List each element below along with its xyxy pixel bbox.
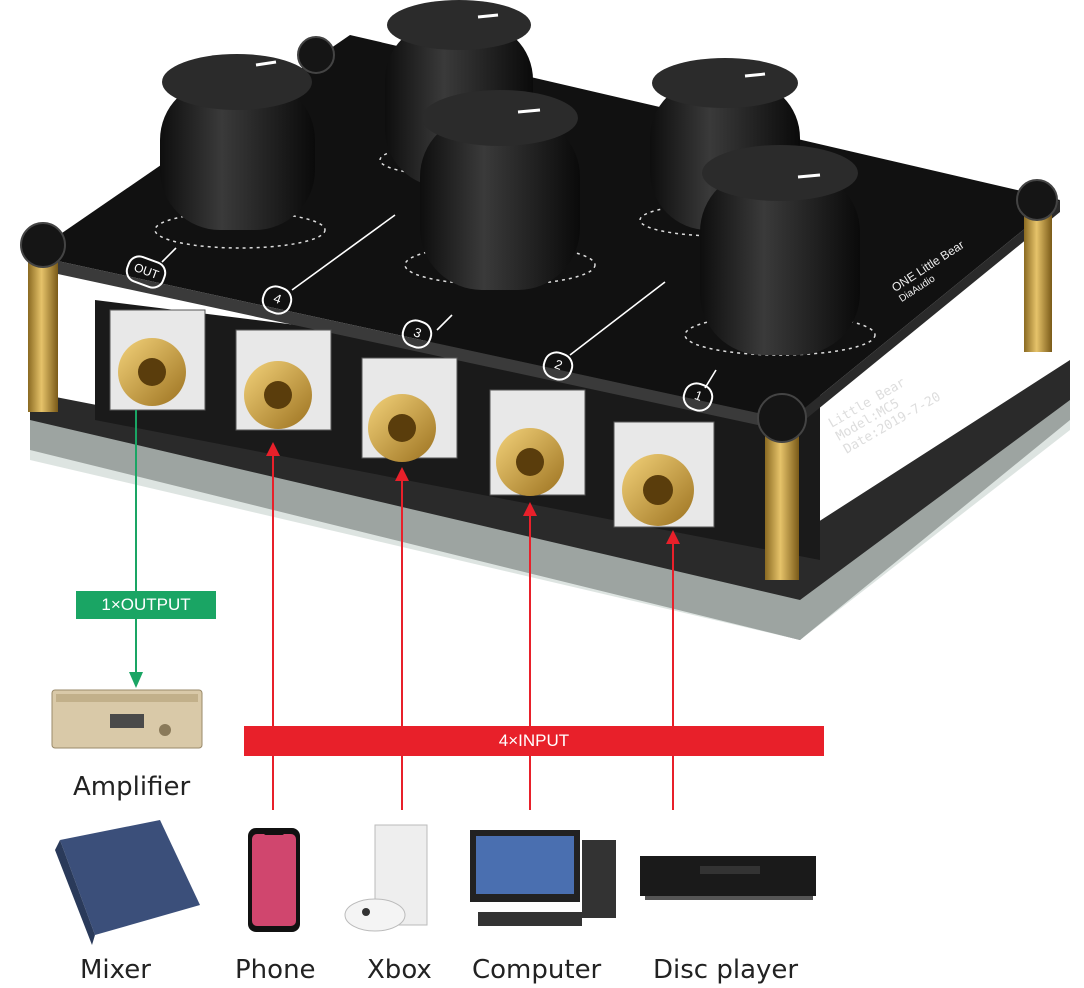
amplifier-icon xyxy=(51,689,203,749)
output-arrow xyxy=(129,410,143,688)
xbox-icon xyxy=(344,824,428,932)
phone-caption: Phone xyxy=(235,955,316,985)
disc-player-icon xyxy=(640,856,816,900)
disc-player-caption: Disc player xyxy=(653,955,799,985)
knob-leader-lines xyxy=(161,214,717,389)
phone-icon xyxy=(248,828,300,932)
rca-jacks xyxy=(109,309,715,528)
computer-caption: Computer xyxy=(472,955,602,985)
output-label: 1×OUTPUT xyxy=(76,591,216,619)
brass-standoffs xyxy=(20,36,1058,580)
mixer-caption: Mixer xyxy=(80,955,151,985)
knob-3 xyxy=(404,90,596,290)
computer-icon xyxy=(470,830,616,926)
mixer-icon xyxy=(55,820,200,945)
amplifier-caption: Amplifier xyxy=(73,772,191,802)
knob-out xyxy=(154,54,326,249)
knob-1 xyxy=(684,145,876,356)
input-arrow-heads xyxy=(266,442,680,544)
input-label: 4×INPUT xyxy=(244,726,824,756)
xbox-caption: Xbox xyxy=(367,955,432,985)
